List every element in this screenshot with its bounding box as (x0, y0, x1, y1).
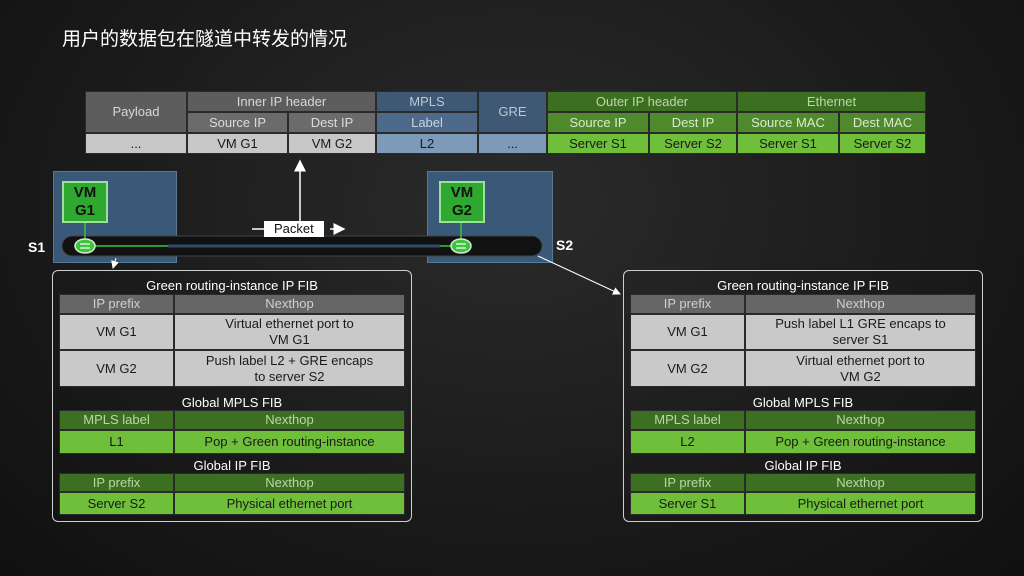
s1-ip-fib-row1-nexthop: Virtual ethernet port to VM G1 (174, 314, 405, 350)
s1-label: S1 (28, 239, 46, 255)
s1-fib-panel (52, 270, 412, 522)
s1-ip-fib-title: Green routing-instance IP FIB (146, 278, 318, 293)
source-mac-value: Server S1 (737, 133, 839, 154)
inner-dest-ip-value: VM G2 (288, 133, 376, 154)
s1-gip-col-prefix: IP prefix (59, 473, 174, 492)
s2-gip-row1-prefix: Server S1 (630, 492, 745, 515)
vrf-node-s1 (74, 238, 96, 254)
inner-source-ip-value: VM G1 (187, 133, 288, 154)
s2-mpls-row1-nexthop: Pop + Green routing-instance (745, 430, 976, 454)
s1-fib-arrow (111, 257, 119, 269)
s1-ip-fib-col-nexthop: Nexthop (174, 294, 405, 314)
s1-mpls-fib-title: Global MPLS FIB (181, 395, 283, 410)
inner-ip-header: Inner IP header (187, 91, 376, 112)
s2-ip-fib-row1-nexthop: Push label L1 GRE encaps to server S1 (745, 314, 976, 350)
s2-gip-col-nexthop: Nexthop (745, 473, 976, 492)
s2-label: S2 (556, 237, 574, 253)
vm-g1-label: VM G1 (73, 184, 97, 219)
payload-header: Payload (85, 91, 187, 133)
s2-mpls-row1-label: L2 (630, 430, 745, 454)
vm-g2: VM G2 (439, 181, 485, 223)
s1-ip-fib-row1-prefix: VM G1 (59, 314, 174, 350)
ethernet-header: Ethernet (737, 91, 926, 112)
payload-value: ... (85, 133, 187, 154)
s2-mpls-col-nexthop: Nexthop (745, 410, 976, 430)
mpls-header: MPLS (376, 91, 478, 112)
s1-mpls-col-label: MPLS label (59, 410, 174, 430)
s2-ip-fib-col-prefix: IP prefix (630, 294, 745, 314)
s1-ip-fib-col-prefix: IP prefix (59, 294, 174, 314)
vm-g1: VM G1 (62, 181, 108, 223)
outer-dest-ip-subheader: Dest IP (649, 112, 737, 133)
s1-gip-row1-prefix: Server S2 (59, 492, 174, 515)
s2-gip-row1-nexthop: Physical ethernet port (745, 492, 976, 515)
vm-g2-label: VM G2 (450, 184, 474, 219)
s2-mpls-col-label: MPLS label (630, 410, 745, 430)
outer-dest-ip-value: Server S2 (649, 133, 737, 154)
packet-label: Packet (264, 221, 324, 237)
inner-source-ip-subheader: Source IP (187, 112, 288, 133)
inner-dest-ip-subheader: Dest IP (288, 112, 376, 133)
vrf-node-s2 (450, 238, 472, 254)
s2-ip-fib-title: Green routing-instance IP FIB (717, 278, 889, 293)
outer-source-ip-subheader: Source IP (547, 112, 649, 133)
s2-ip-fib-row2-prefix: VM G2 (630, 350, 745, 387)
s1-mpls-row1-label: L1 (59, 430, 174, 454)
s2-fib-arrow (537, 255, 621, 295)
outer-source-ip-value: Server S1 (547, 133, 649, 154)
s1-global-ip-fib-title: Global IP FIB (193, 458, 271, 473)
s2-gip-col-prefix: IP prefix (630, 473, 745, 492)
s1-ip-fib-row2-prefix: VM G2 (59, 350, 174, 387)
s2-global-ip-fib-title: Global IP FIB (764, 458, 842, 473)
s2-ip-fib-row2-nexthop: Virtual ethernet port to VM G2 (745, 350, 976, 387)
s2-ip-fib-col-nexthop: Nexthop (745, 294, 976, 314)
outer-ip-header: Outer IP header (547, 91, 737, 112)
page-title: 用户的数据包在隧道中转发的情况 (62, 28, 348, 50)
gre-value: ... (478, 133, 547, 154)
s1-ip-fib-row2-nexthop: Push label L2 + GRE encaps to server S2 (174, 350, 405, 387)
s2-mpls-fib-title: Global MPLS FIB (752, 395, 854, 410)
s2-fib-panel (623, 270, 983, 522)
s1-gip-col-nexthop: Nexthop (174, 473, 405, 492)
gre-header: GRE (478, 91, 547, 133)
mpls-label-subheader: Label (376, 112, 478, 133)
mpls-label-value: L2 (376, 133, 478, 154)
dest-mac-subheader: Dest MAC (839, 112, 926, 133)
s1-mpls-col-nexthop: Nexthop (174, 410, 405, 430)
s1-mpls-row1-nexthop: Pop + Green routing-instance (174, 430, 405, 454)
dest-mac-value: Server S2 (839, 133, 926, 154)
s1-gip-row1-nexthop: Physical ethernet port (174, 492, 405, 515)
s2-ip-fib-row1-prefix: VM G1 (630, 314, 745, 350)
source-mac-subheader: Source MAC (737, 112, 839, 133)
